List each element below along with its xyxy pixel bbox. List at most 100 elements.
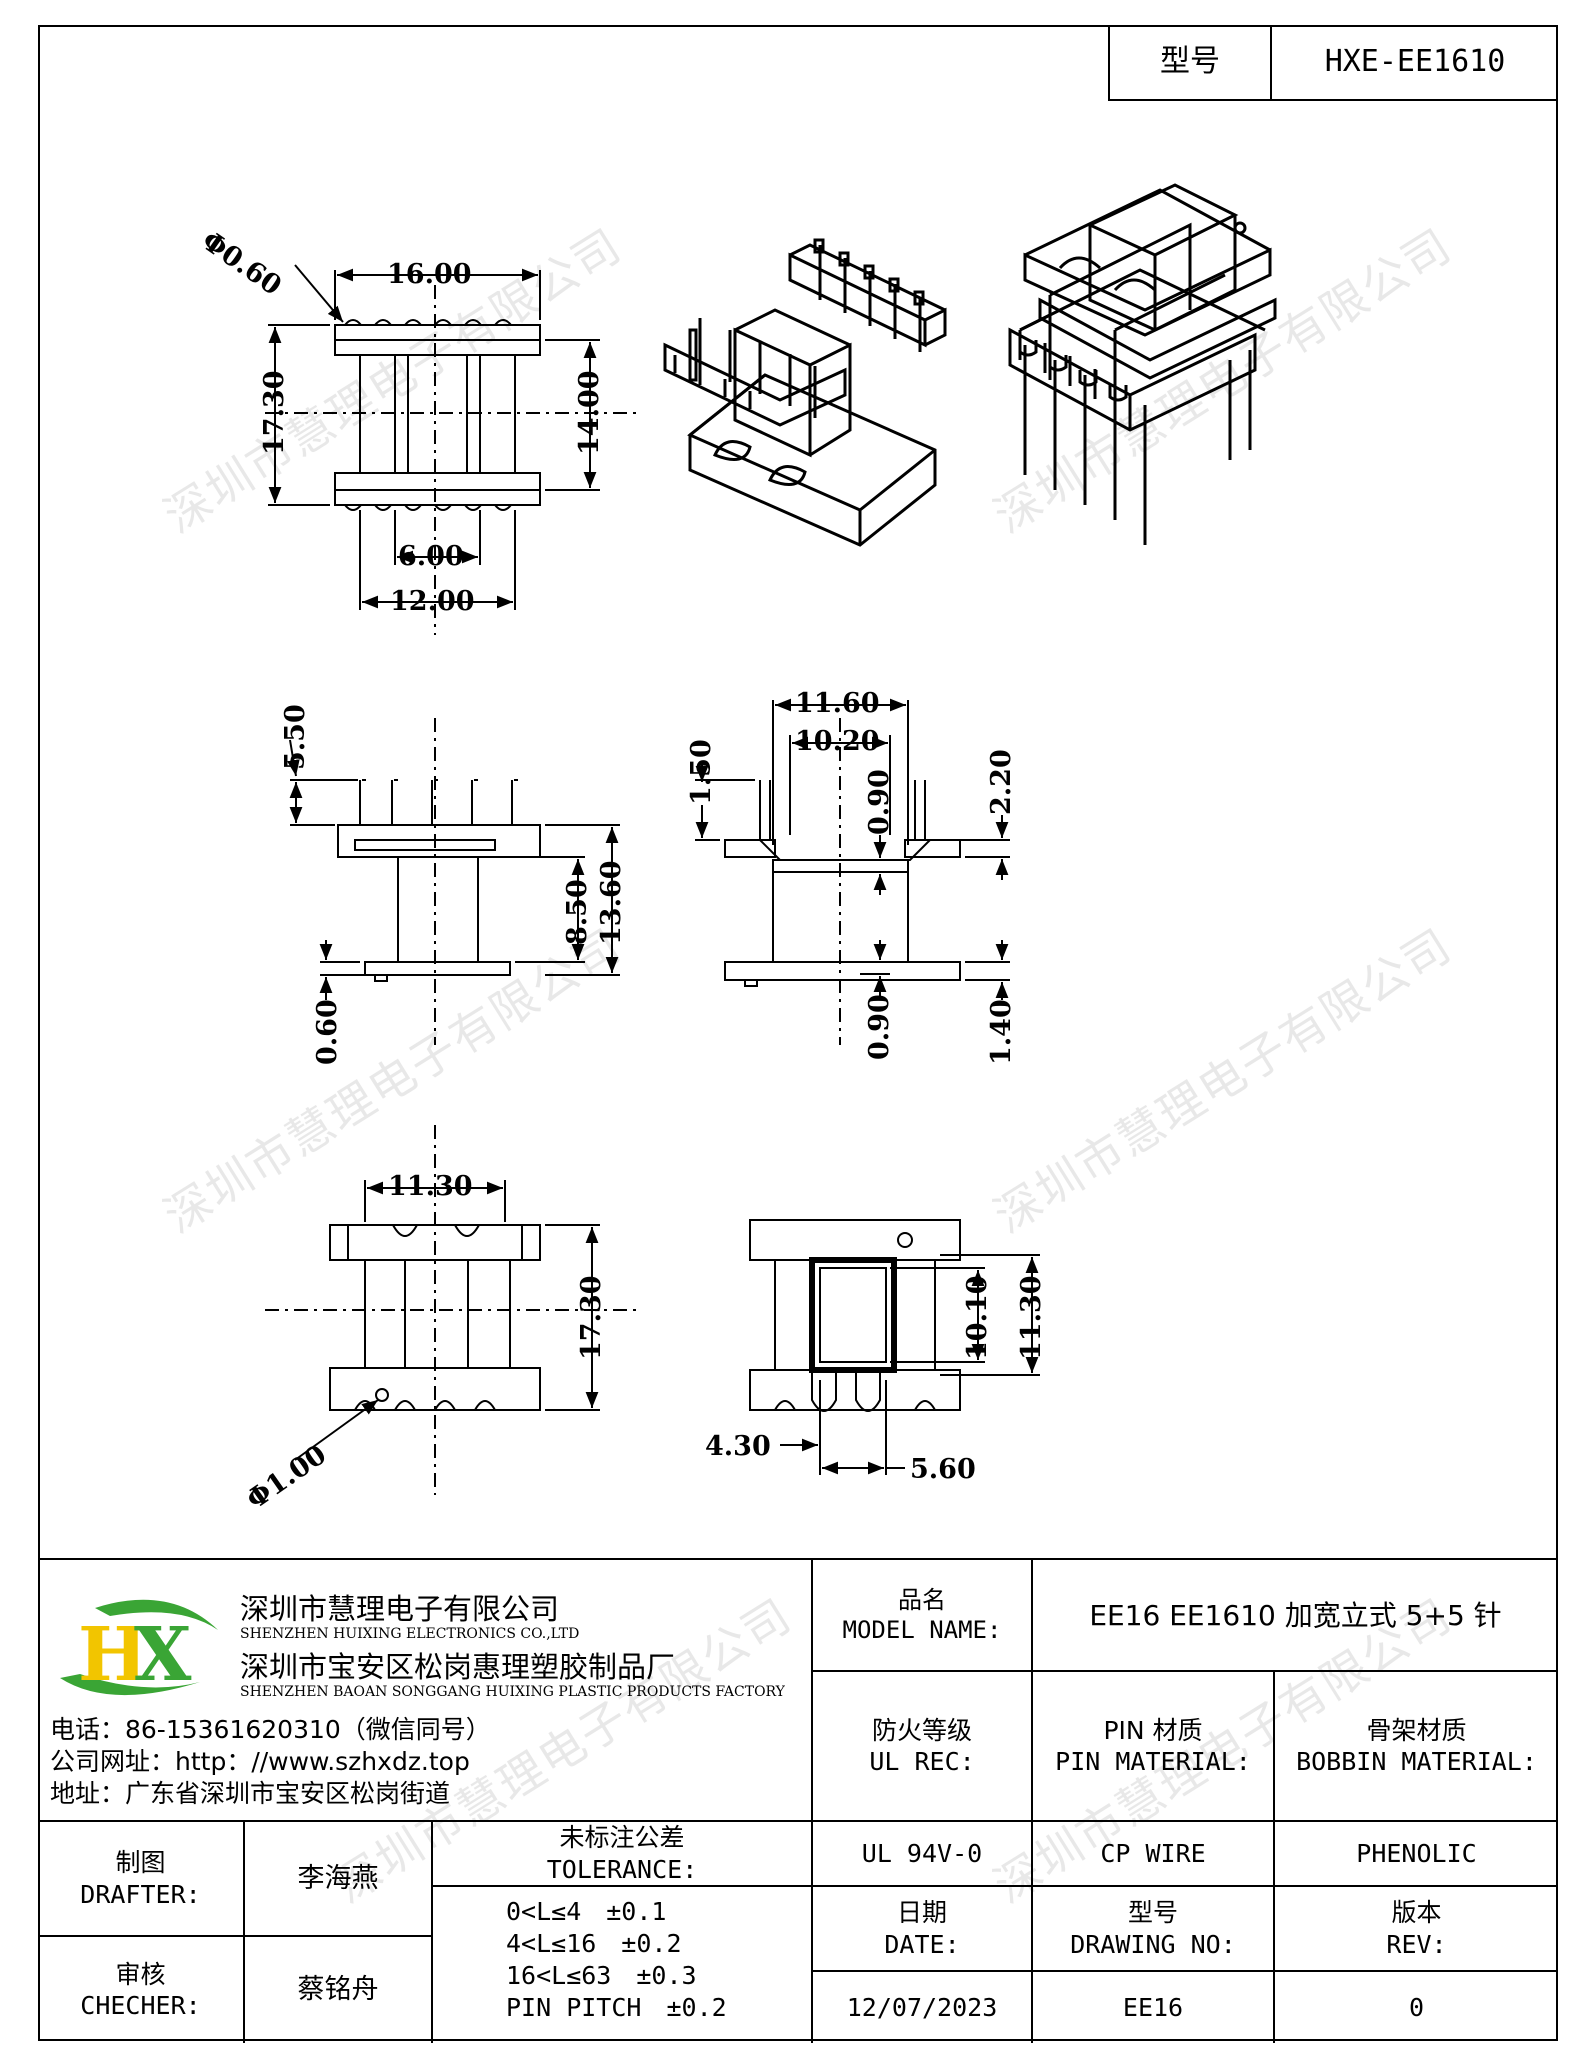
rev-value: 0 [1408, 1992, 1425, 2022]
grid-line [38, 1935, 431, 1937]
tolerance-line: 4<L≤16 ±0.2 [506, 1929, 682, 1958]
view-plan [265, 1125, 640, 1495]
company-website: 公司网址：http：//www.szhxdz.top [50, 1747, 470, 1776]
pin-material-value: CP WIRE [1100, 1838, 1206, 1868]
tolerance-line: 0<L≤4 ±0.1 [506, 1897, 667, 1926]
dim-h1-40: 1.40 [986, 999, 1017, 1065]
dim-h8-50: 8.50 [562, 879, 593, 945]
tolerance-list: 0<L≤4 ±0.1 4<L≤16 ±0.2 16<L≤63 ±0.3 PIN … [506, 1896, 727, 2024]
drawing-no-value: EE16 [1122, 1992, 1184, 2022]
dim-w11-60: 11.60 [795, 688, 880, 719]
checker-en: CHECHER: [80, 1991, 201, 2020]
technical-drawing: Φ0.60 16.00 17.30 14.00 6.00 12.00 5.50 … [196, 183, 1277, 1516]
dim-h0-90a: 0.90 [864, 769, 895, 835]
company-logo: H X [60, 1599, 218, 1698]
rev-cn: 版本 [1391, 1898, 1442, 1928]
grid-line [431, 1885, 811, 1887]
dim-h0-90b: 0.90 [864, 994, 895, 1060]
drawing-no-en: DRAWING NO: [1070, 1929, 1236, 1959]
dim-w6: 6.00 [398, 541, 464, 572]
dim-w4-30: 4.30 [705, 1431, 771, 1462]
rev-en: REV: [1386, 1929, 1447, 1959]
dim-pin-dia: Φ0.60 [196, 225, 287, 302]
dim-w5-60: 5.60 [910, 1454, 976, 1485]
grid-line [811, 1970, 1558, 1972]
checker-cn: 审核 [115, 1959, 166, 1989]
dim-w16: 16.00 [387, 259, 472, 290]
company-name-1-en: SHENZHEN HUIXING ELECTRONICS CO.,LTD [240, 1626, 580, 1642]
ul-rec-value: UL 94V-0 [861, 1838, 983, 1868]
drafter-name: 李海燕 [297, 1862, 379, 1894]
company-phone: 电话：86-15361620310（微信同号） [50, 1715, 491, 1744]
ul-rec-en: UL REC: [869, 1747, 975, 1776]
bobbin-material-value: PHENOLIC [1356, 1838, 1477, 1868]
date-value: 12/07/2023 [846, 1992, 998, 2022]
dim-h17-30: 17.30 [259, 370, 290, 455]
logo-x: X [134, 1612, 192, 1698]
date-cn: 日期 [896, 1898, 947, 1928]
bobbin-material-cn: 骨架材质 [1366, 1715, 1467, 1745]
grid-line [1273, 1670, 1275, 2043]
dim-h14: 14.00 [574, 370, 605, 455]
tolerance-label: 未标注公差 TOLERANCE: [433, 1822, 811, 1885]
dim-h11-30: 11.30 [1016, 1275, 1047, 1360]
model-name-label: 品名 MODEL NAME: [813, 1560, 1031, 1670]
date-en: DATE: [884, 1929, 960, 1959]
pin-material-en: PIN MATERIAL: [1055, 1747, 1251, 1776]
model-name-en: MODEL NAME: [842, 1616, 1002, 1644]
pin-material-label: PIN 材质 PIN MATERIAL: [1033, 1672, 1273, 1820]
model-box: 型号 HXE-EE1610 [1108, 25, 1558, 101]
view-side [695, 698, 1010, 1045]
dim-h1-50: 1.50 [686, 739, 717, 805]
dim-hole-dia: Φ1.00 [241, 1439, 332, 1516]
tolerance-line: 16<L≤63 ±0.3 [506, 1961, 697, 1990]
dim-h17-30b: 17.30 [576, 1275, 607, 1360]
logo-arc [95, 1599, 218, 1630]
grid-line [811, 1560, 813, 2043]
ul-rec-cn: 防火等级 [871, 1715, 972, 1745]
model-name-cn: 品名 [898, 1586, 946, 1614]
model-name-value: EE16 EE1610 加宽立式 5+5 针 [1089, 1598, 1502, 1632]
company-name-2-cn: 深圳市宝安区松岗惠理塑胶制品厂 [240, 1650, 676, 1684]
dim-h5-50: 5.50 [280, 704, 311, 770]
drawing-frame [38, 25, 1558, 2041]
dim-h0-60: 0.60 [312, 999, 343, 1065]
view-iso-back [1008, 183, 1277, 545]
grid-line [38, 1820, 1558, 1822]
bobbin-material-en: BOBBIN MATERIAL: [1296, 1747, 1537, 1776]
bobbin-material-label: 骨架材质 BOBBIN MATERIAL: [1275, 1672, 1558, 1820]
drafter-label: 制图 DRAFTER: [38, 1822, 243, 1935]
grid-line [1031, 1560, 1033, 2043]
company-name-1-cn: 深圳市慧理电子有限公司 [240, 1592, 560, 1626]
dim-h2-20: 2.20 [986, 749, 1017, 815]
model-box-label: 型号 [1110, 25, 1272, 99]
grid-line [431, 1820, 433, 2043]
tolerance-line: PIN PITCH ±0.2 [506, 1993, 727, 2022]
view-bottom [749, 1219, 1040, 1475]
logo-swoosh [60, 1674, 200, 1696]
dim-w11-30: 11.30 [388, 1171, 473, 1202]
dim-w12: 12.00 [390, 586, 475, 617]
tolerance-cn: 未标注公差 [559, 1823, 685, 1853]
checker-label: 审核 CHECHER: [38, 1937, 243, 2043]
dim-h10-10: 10.10 [962, 1275, 993, 1360]
company-address: 地址：广东省深圳市宝安区松岗街道 [50, 1779, 451, 1808]
view-top [265, 264, 640, 635]
title-block: H X 深圳市慧理电子有限公司 SHENZHEN HUIXING ELECTRO… [38, 1558, 1558, 2043]
view-iso-front [663, 238, 947, 547]
grid-line [811, 1670, 1558, 1672]
view-front [287, 718, 620, 1045]
checker-name: 蔡铭舟 [297, 1974, 379, 2006]
company-name-2-en: SHENZHEN BAOAN SONGGANG HUIXING PLASTIC … [240, 1684, 785, 1700]
pin-material-cn: PIN 材质 [1103, 1715, 1203, 1745]
drafter-en: DRAFTER: [80, 1879, 201, 1909]
logo-h: H [78, 1612, 148, 1698]
dim-w10-20: 10.20 [795, 726, 880, 757]
drafter-cn: 制图 [115, 1848, 166, 1878]
date-label: 日期 DATE: [813, 1887, 1031, 1970]
grid-line [811, 1885, 1558, 1887]
ul-rec-label: 防火等级 UL REC: [813, 1672, 1031, 1820]
dim-h13-60: 13.60 [596, 860, 627, 945]
rev-label: 版本 REV: [1275, 1887, 1558, 1970]
drawing-no-label: 型号 DRAWING NO: [1033, 1887, 1273, 1970]
